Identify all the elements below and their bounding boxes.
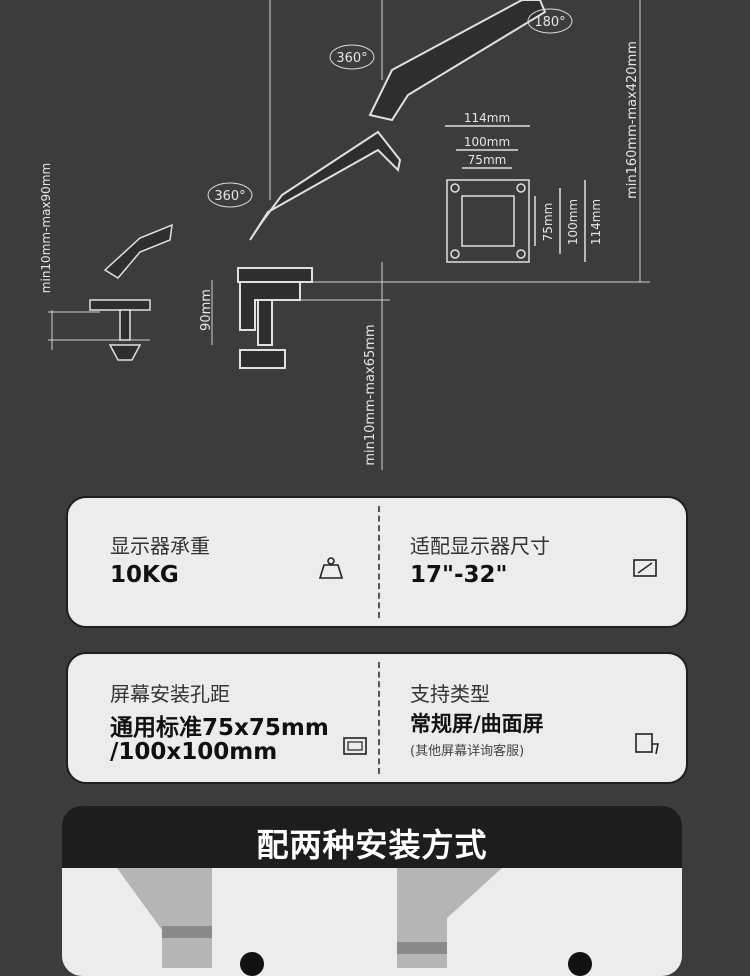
svg-text:114mm: 114mm [589, 199, 603, 245]
vesa-value-line1: 通用标准75x75mm [110, 715, 329, 741]
svg-text:90mm: 90mm [199, 289, 214, 331]
type-note: (其他屏幕详询客服) [410, 744, 525, 759]
card-divider [378, 506, 380, 618]
svg-text:75mm: 75mm [541, 203, 555, 242]
svg-text:min10mm-max90mm: min10mm-max90mm [39, 163, 53, 293]
weight-icon [318, 557, 344, 579]
svg-text:180°: 180° [534, 15, 565, 30]
vesa-plate-icon [343, 737, 367, 755]
methods-title: 配两种安装方式 [256, 826, 488, 864]
svg-text:360°: 360° [214, 189, 245, 204]
type-value: 常规屏/曲面屏 [410, 712, 544, 736]
size-value: 17"-32" [410, 562, 508, 588]
load-value: 10KG [110, 562, 179, 588]
svg-text:75mm: 75mm [468, 153, 507, 167]
spec-card-vesa-type: 屏幕安装孔距 通用标准75x75mm /100x100mm 支持类型 常规屏/曲… [66, 652, 688, 784]
svg-text:100mm: 100mm [566, 199, 580, 245]
vesa-value-line2: /100x100mm [110, 739, 278, 765]
methods-panel [62, 868, 682, 976]
vesa-label: 屏幕安装孔距 [110, 682, 230, 706]
svg-text:114mm: 114mm [464, 111, 510, 125]
screen-size-icon [633, 559, 657, 577]
svg-text:100mm: 100mm [464, 135, 510, 149]
card-divider [378, 662, 380, 774]
load-label: 显示器承重 [110, 534, 210, 558]
svg-text:360°: 360° [336, 51, 367, 66]
svg-text:min160mm-max420mm: min160mm-max420mm [625, 41, 640, 199]
spec-card-load-size: 显示器承重 10KG 适配显示器尺寸 17"-32" [66, 496, 688, 628]
monitor-type-icon [635, 733, 659, 755]
mount-illustrations [117, 868, 592, 976]
size-label: 适配显示器尺寸 [410, 534, 550, 558]
type-label: 支持类型 [410, 682, 490, 706]
installation-methods-section: 配两种安装方式 [62, 806, 682, 976]
monitor-arm-diagram: 360° 180° 360° 114mm 100mm 75mm 75mm 100… [39, 0, 650, 470]
svg-text:min10mm-max65mm: min10mm-max65mm [363, 324, 378, 465]
